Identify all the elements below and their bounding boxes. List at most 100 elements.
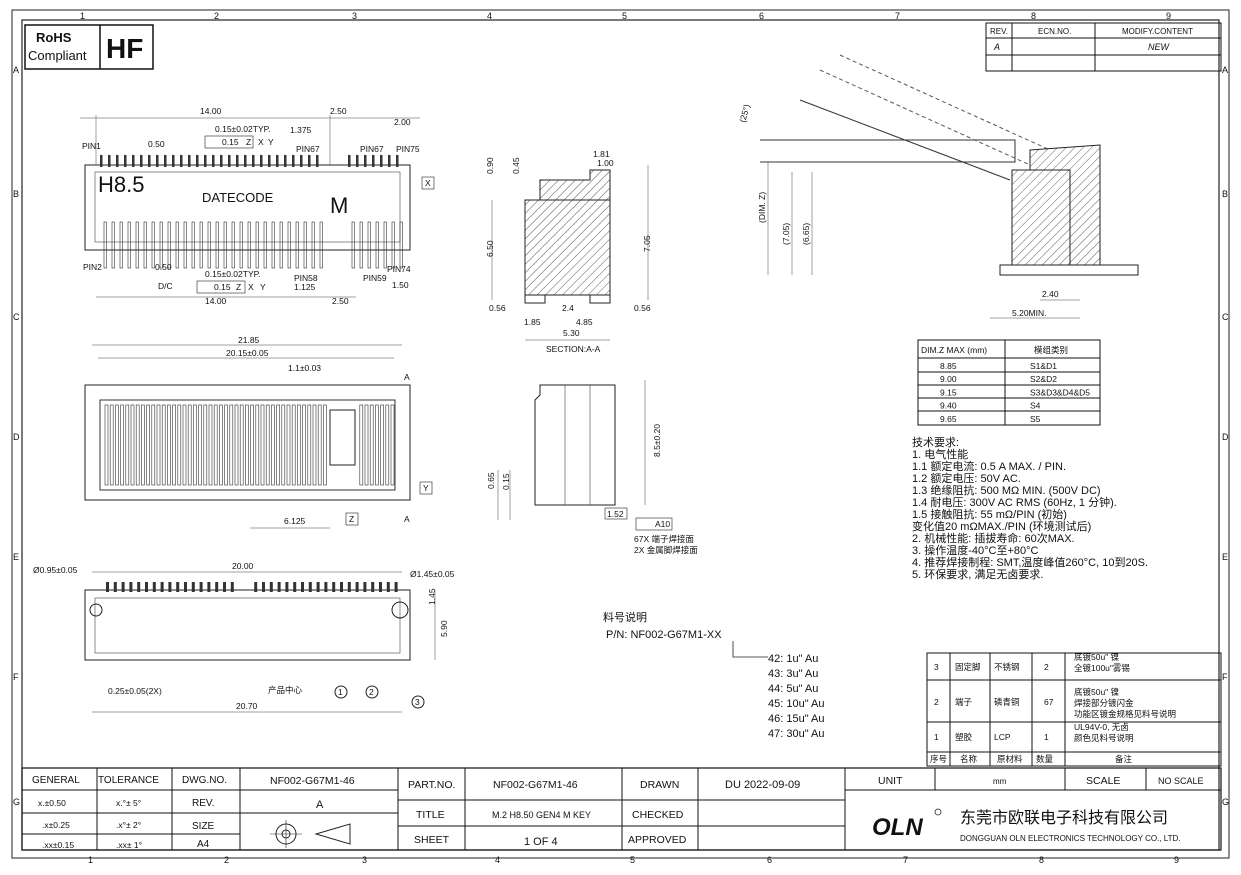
pin [199, 221, 203, 269]
pin [308, 155, 311, 167]
svg-text:.xx±0.15: .xx±0.15 [42, 840, 74, 850]
grid-num: 9 [1174, 855, 1179, 865]
pin [182, 404, 187, 486]
svg-text:5.20MIN.: 5.20MIN. [1012, 308, 1047, 318]
pin [247, 221, 251, 269]
pin [379, 582, 382, 592]
pin [252, 155, 255, 167]
pin [193, 404, 197, 486]
compliant-label: Compliant [28, 48, 87, 63]
pin [236, 155, 239, 167]
dimz-module: S3&D3&D4&D5 [1030, 387, 1090, 397]
pin [244, 155, 247, 167]
pin [386, 582, 390, 592]
svg-text:TOLERANCE: TOLERANCE [98, 775, 159, 786]
bom-cell: 端子 [955, 697, 973, 707]
pin [180, 155, 183, 167]
pin [116, 155, 119, 167]
pin [312, 404, 317, 486]
grid-num: 8 [1039, 855, 1044, 865]
pin [207, 221, 211, 269]
pin [301, 582, 304, 592]
svg-text:3: 3 [415, 697, 420, 707]
svg-text:M.2 H8.50 GEN4 M KEY: M.2 H8.50 GEN4 M KEY [492, 810, 591, 820]
grid-letters-right: A B C D E F G [1222, 65, 1229, 807]
pin [125, 404, 130, 486]
svg-text:0.45: 0.45 [511, 157, 521, 174]
svg-text:0.15±0.02TYP.: 0.15±0.02TYP. [205, 269, 261, 279]
pin [277, 582, 281, 592]
grid-num: 1 [80, 11, 85, 21]
pin [129, 582, 133, 592]
svg-text:20.70: 20.70 [236, 701, 258, 711]
grid-numbers-bottom: 1 2 3 4 5 6 7 8 9 [88, 855, 1179, 865]
svg-text:(25°): (25°) [737, 103, 751, 124]
svg-text:2.50: 2.50 [332, 296, 349, 306]
tech-line: 1.3 绝缘阻抗: 500 MΩ MIN. (500V DC) [912, 483, 1101, 497]
svg-text:备注: 备注 [1115, 754, 1133, 764]
pin [300, 155, 303, 167]
svg-text:1: 1 [338, 687, 343, 697]
svg-text:NF002-G67M1-46: NF002-G67M1-46 [270, 775, 355, 787]
svg-text:5.90: 5.90 [439, 620, 449, 637]
pin [100, 155, 103, 167]
svg-text:D/C: D/C [158, 281, 173, 291]
svg-text:A: A [404, 514, 410, 524]
pin [279, 221, 283, 269]
pin [307, 404, 312, 486]
svg-text:0.90: 0.90 [485, 157, 495, 174]
svg-text:.x±0.25: .x±0.25 [42, 820, 70, 830]
dimz-value: 9.15 [940, 387, 957, 397]
bom-note: 全镀100u"雾锡 [1074, 663, 1130, 673]
pin [215, 221, 219, 269]
bom-cell: 2 [1044, 662, 1049, 672]
pin [260, 155, 263, 167]
pin [375, 221, 379, 269]
pin [151, 221, 155, 269]
hf-label: HF [106, 33, 143, 64]
pin [175, 221, 179, 269]
svg-text:20.00: 20.00 [232, 561, 254, 571]
svg-text:NF002-G67M1-46: NF002-G67M1-46 [493, 779, 578, 791]
svg-text:.xx± 1°: .xx± 1° [116, 840, 142, 850]
svg-text:20.15±0.05: 20.15±0.05 [226, 348, 269, 358]
oln-logo: OLN [872, 814, 923, 841]
grid-letter: C [1222, 312, 1229, 322]
pin [308, 582, 312, 592]
grid-letter: F [13, 672, 19, 682]
svg-text:x.°± 5°: x.°± 5° [116, 798, 141, 808]
pin [332, 582, 336, 592]
bom-cell: 不锈钢 [994, 662, 1020, 672]
pin [319, 221, 323, 269]
svg-text:NO SCALE: NO SCALE [1158, 776, 1204, 786]
svg-text:0.56: 0.56 [634, 303, 651, 313]
svg-text:1.125: 1.125 [294, 282, 316, 292]
svg-text:UNIT: UNIT [878, 775, 903, 787]
pin [281, 404, 286, 486]
svg-text:0.50: 0.50 [148, 139, 165, 149]
svg-text:PIN1: PIN1 [82, 141, 101, 151]
svg-text:2: 2 [369, 687, 374, 697]
insertion-angle-view: (25°) (DIM. Z) (7.05) (6.65) 2.40 5.20MI… [737, 54, 1139, 319]
bom-cell: 2 [934, 697, 939, 707]
pin [356, 155, 359, 167]
pin [145, 582, 148, 592]
section-caption: SECTION:A-A [546, 344, 601, 354]
pin [316, 582, 320, 592]
pin [293, 582, 297, 592]
svg-text:5.30: 5.30 [563, 328, 580, 338]
grid-num: 4 [487, 11, 492, 21]
pin [119, 221, 123, 269]
bottom-view: Ø0.95±0.05 20.00 Ø1.45±0.05 1.45 5.90 0.… [33, 561, 455, 713]
svg-text:1.52: 1.52 [607, 509, 624, 519]
grid-numbers-top: 1 2 3 4 5 6 7 8 9 [80, 11, 1171, 21]
bom-note: UL94V-0, 无卤 [1074, 722, 1129, 732]
grid-letter: A [13, 65, 19, 75]
grid-letter: G [13, 797, 20, 807]
pin [199, 582, 203, 592]
pin [276, 404, 280, 486]
svg-text:2.4: 2.4 [562, 303, 574, 313]
svg-text:(7.05): (7.05) [781, 223, 791, 245]
pin [239, 221, 243, 269]
svg-text:Z: Z [246, 137, 251, 147]
